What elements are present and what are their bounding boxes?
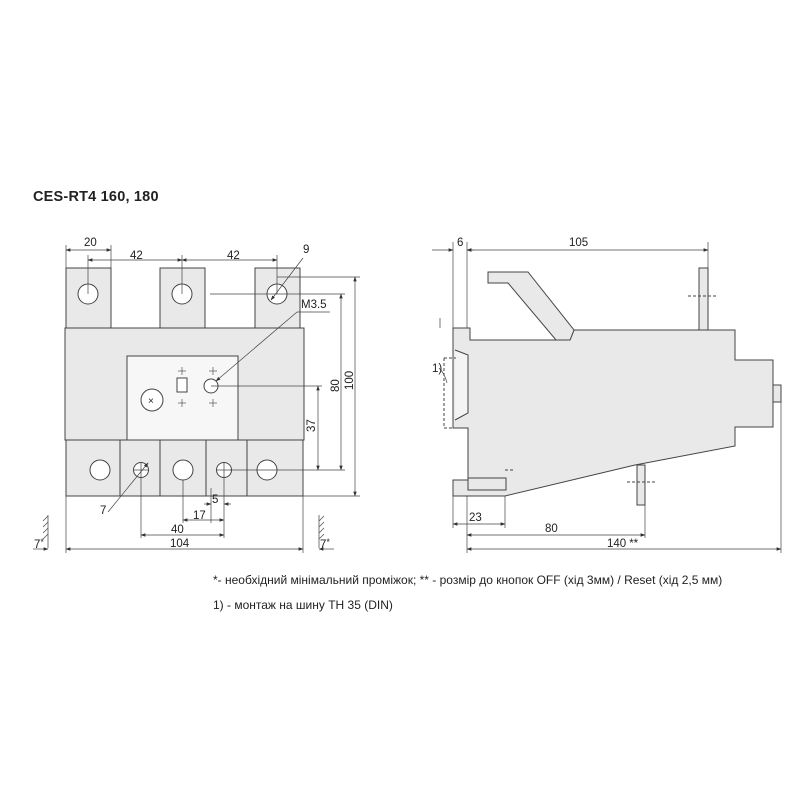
front-view: ×: [42, 267, 325, 548]
side-terminal-bracket: [487, 271, 575, 341]
footnote-line-1: *- необхідний мінімальний проміжок; ** -…: [213, 573, 723, 587]
dim-80: 80: [330, 379, 342, 392]
dim-100: 100: [344, 371, 356, 390]
side-dimension-labels: 6 105 23 80 140** 1): [432, 237, 639, 550]
dim-5: 5: [212, 494, 218, 506]
dim-104: 104: [170, 538, 190, 550]
dim-17: 17: [193, 510, 206, 522]
dim-23: 23: [469, 512, 482, 524]
note-ref-1: 1): [432, 363, 442, 375]
side-dimensions: [432, 242, 782, 553]
dim-42-right: 42: [227, 250, 240, 262]
dim-gap-right: 7*: [320, 537, 330, 551]
svg-text:×: ×: [148, 396, 154, 407]
terminal-hole-bottom-1: [89, 459, 111, 481]
dim-140: 140**: [607, 538, 639, 550]
dim-80-side: 80: [545, 523, 558, 535]
side-reset-button: [772, 384, 782, 403]
side-bottom-terminal: [636, 464, 646, 506]
side-view: [439, 267, 782, 506]
dim-42-left: 42: [130, 250, 143, 262]
status-indicator-window: [176, 377, 188, 393]
dim-m35: M3.5: [301, 299, 327, 311]
adjustment-dial: [140, 388, 164, 412]
dim-gap-left: 7*: [34, 537, 44, 551]
dim-9: 9: [303, 244, 309, 256]
front-dimension-labels: 20 42 42 9 M3.5 80 100 37 7 5 17 40 104 …: [34, 237, 356, 551]
front-dimensions: [33, 245, 360, 553]
side-terminal-plate: [698, 267, 709, 331]
dim-20: 20: [84, 237, 97, 249]
footnote-line-2: 1) - монтаж на шину TH 35 (DIN): [213, 598, 393, 612]
dim-7-hole: 7: [100, 505, 106, 517]
dim-6: 6: [457, 237, 463, 249]
top-terminal-left: [65, 267, 112, 329]
terminal-hole-bottom-3: [172, 459, 194, 481]
dim-105: 105: [569, 237, 588, 249]
dim-40: 40: [171, 524, 184, 536]
side-body: [452, 327, 774, 497]
dim-37: 37: [306, 419, 318, 432]
drawing-title: CES-RT4 160, 180: [33, 189, 159, 205]
